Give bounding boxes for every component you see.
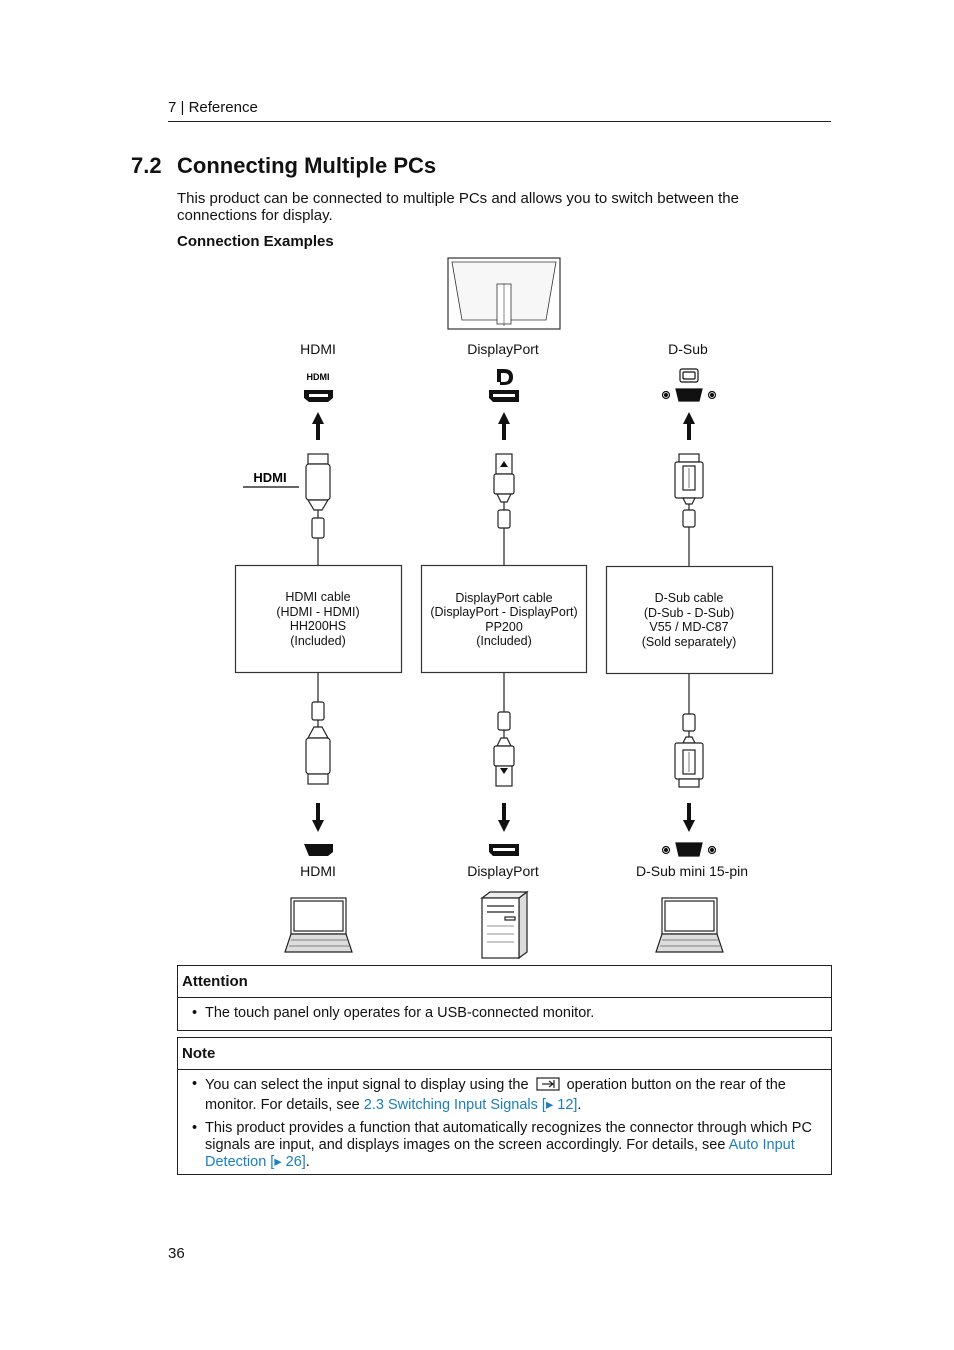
svg-text:PP200: PP200	[485, 620, 523, 634]
intro-paragraph: This product can be connected to multipl…	[177, 190, 739, 224]
svg-text:(Included): (Included)	[290, 634, 346, 648]
svg-text:(Sold separately): (Sold separately)	[642, 635, 737, 649]
running-header: 7 | Reference	[168, 99, 258, 116]
link-auto-input-detection[interactable]: Auto Input Detection [▸ 26]	[205, 1137, 795, 1170]
input-switch-icon	[535, 1076, 560, 1097]
link-switching-input-signals[interactable]: 2.3 Switching Input Signals [▸ 12]	[363, 1097, 578, 1113]
svg-text:(D-Sub - D-Sub): (D-Sub - D-Sub)	[644, 606, 734, 620]
note-text: You can select the input signal to displ…	[205, 1077, 529, 1093]
svg-text:(Included): (Included)	[476, 634, 532, 648]
svg-text:(DisplayPort - DisplayPort): (DisplayPort - DisplayPort)	[430, 605, 577, 619]
svg-text:HDMI: HDMI	[253, 470, 286, 485]
monitor-port-label-dsub: D-Sub	[668, 341, 708, 357]
svg-text:(HDMI - HDMI): (HDMI - HDMI)	[276, 605, 359, 619]
svg-text:V55 / MD-C87: V55 / MD-C87	[649, 620, 728, 634]
hdmi-pc-port-icon	[304, 844, 333, 856]
hdmi-cable-plug-top-icon	[305, 453, 331, 566]
connection-diagram: HDMI HDMI HDMI HDMI cable (HDMI - HDMI) …	[234, 257, 774, 960]
desktop-tower-icon	[480, 890, 529, 960]
dsub-cable-plug-bottom-icon	[674, 674, 704, 788]
section-title: Connecting Multiple PCs	[177, 153, 437, 178]
pc-port-label-hdmi: HDMI	[300, 863, 336, 879]
pc-port-label-displayport: DisplayPort	[467, 863, 539, 879]
laptop-icon	[655, 897, 724, 953]
dsub-pc-port-icon	[661, 842, 717, 857]
header-rule	[168, 121, 831, 122]
dsub-cable-plug-top-icon	[674, 453, 704, 566]
monitor-port-label-hdmi: HDMI	[300, 341, 336, 357]
attention-item: The touch panel only operates for a USB-…	[192, 1005, 821, 1022]
subheading: Connection Examples	[177, 233, 334, 250]
page-arrow-icon: ▸	[545, 1097, 554, 1113]
monitor-icon	[447, 257, 561, 330]
attention-box: Attention The touch panel only operates …	[177, 965, 832, 1031]
note-box: Note You can select the input signal to …	[177, 1037, 832, 1175]
page-number: 36	[168, 1245, 185, 1262]
svg-text:HDMI: HDMI	[307, 372, 330, 382]
note-text: operation button on the rear of the moni…	[205, 1077, 786, 1113]
cable-label-box-hdmi: HDMI cable (HDMI - HDMI) HH200HS (Includ…	[234, 564, 403, 674]
page-arrow-icon: ▸	[274, 1154, 282, 1170]
hdmi-logo: HDMI	[243, 470, 299, 488]
svg-text:HH200HS: HH200HS	[290, 619, 346, 633]
svg-text:HDMI cable: HDMI cable	[285, 590, 350, 604]
dsub-port-icon	[661, 368, 717, 402]
section-number: 7.2	[131, 153, 162, 178]
hdmi-port-logo-icon: HDMI	[304, 372, 333, 402]
displayport-cable-plug-bottom-icon	[493, 673, 515, 787]
attention-title: Attention	[178, 966, 831, 998]
note-title: Note	[178, 1038, 831, 1070]
note-item-1: You can select the input signal to displ…	[192, 1076, 821, 1114]
cable-label-box-dsub: D-Sub cable (D-Sub - D-Sub) V55 / MD-C87…	[605, 565, 774, 675]
displayport-pc-port-icon	[489, 844, 519, 856]
svg-text:D-Sub cable: D-Sub cable	[655, 591, 724, 605]
displayport-logo-icon	[489, 369, 519, 402]
laptop-icon	[284, 897, 353, 953]
hdmi-cable-plug-bottom-icon	[305, 673, 331, 785]
displayport-cable-plug-top-icon	[493, 453, 515, 566]
note-item-2: This product provides a function that au…	[192, 1120, 821, 1171]
cable-label-box-displayport: DisplayPort cable (DisplayPort - Display…	[420, 564, 588, 674]
section-heading: 7.2 Connecting Multiple PCs	[131, 153, 436, 179]
monitor-port-label-displayport: DisplayPort	[467, 341, 539, 357]
pc-port-label-dsub: D-Sub mini 15-pin	[636, 863, 748, 879]
note-text: This product provides a function that au…	[205, 1120, 812, 1153]
svg-text:DisplayPort cable: DisplayPort cable	[455, 591, 552, 605]
